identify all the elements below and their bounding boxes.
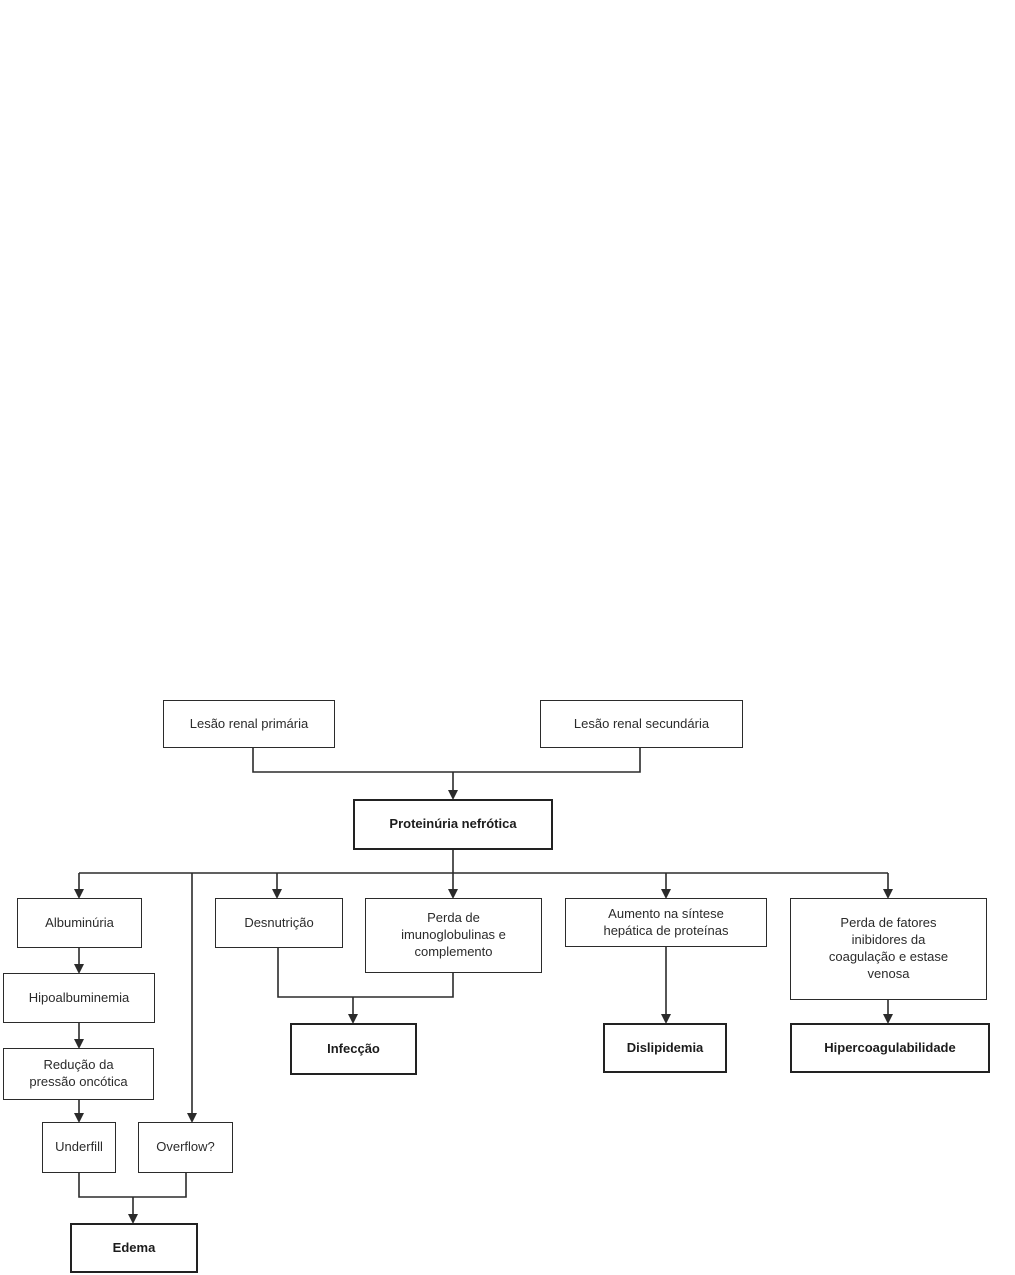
node-label: Perda de fatores inibidores da coagulaçã…	[828, 915, 949, 981]
node-infeccao: Infecção	[290, 1023, 417, 1075]
node-label: Edema	[112, 1239, 156, 1255]
node-label: Desnutrição	[244, 914, 314, 930]
node-underfill: Underfill	[42, 1122, 116, 1173]
node-overflow: Overflow?	[138, 1122, 233, 1173]
node-label: Overflow?	[156, 1139, 215, 1155]
node-label: Albuminúria	[45, 914, 114, 930]
node-aumento-sintese-hepatica: Aumento na síntese hepática de proteínas	[565, 898, 767, 947]
node-albuminuria: Albuminúria	[17, 898, 142, 948]
node-proteinuria-nefrotica: Proteinúria nefrótica	[353, 799, 553, 850]
node-label: Infecção	[327, 1040, 380, 1056]
node-lesao-renal-primaria: Lesão renal primária	[163, 700, 335, 748]
node-dislipidemia: Dislipidemia	[603, 1023, 727, 1073]
node-lesao-renal-secundaria: Lesão renal secundária	[540, 700, 743, 748]
node-label: Lesão renal primária	[189, 715, 309, 731]
node-perda-fatores-coagulacao: Perda de fatores inibidores da coagulaçã…	[790, 898, 987, 1000]
node-label: Redução da pressão oncótica	[29, 1057, 128, 1089]
node-edema: Edema	[70, 1223, 198, 1273]
node-label: Underfill	[55, 1139, 103, 1155]
node-hipercoagulabilidade: Hipercoagulabilidade	[790, 1023, 990, 1073]
node-label: Lesão renal secundária	[573, 715, 710, 731]
node-label: Perda de imunoglobulinas e complemento	[401, 910, 506, 959]
node-desnutricao: Desnutrição	[215, 898, 343, 948]
node-label: Aumento na síntese hepática de proteínas	[603, 905, 729, 938]
node-hipoalbuminemia: Hipoalbuminemia	[3, 973, 155, 1023]
arrowheads	[74, 790, 893, 1224]
node-label: Hipoalbuminemia	[28, 989, 130, 1005]
node-label: Dislipidemia	[626, 1039, 704, 1055]
node-label: Hipercoagulabilidade	[824, 1039, 956, 1055]
node-perda-imunoglobulinas: Perda de imunoglobulinas e complemento	[365, 898, 542, 973]
node-label: Proteinúria nefrótica	[389, 816, 517, 832]
node-reducao-pressao-oncotica: Redução da pressão oncótica	[3, 1048, 154, 1100]
